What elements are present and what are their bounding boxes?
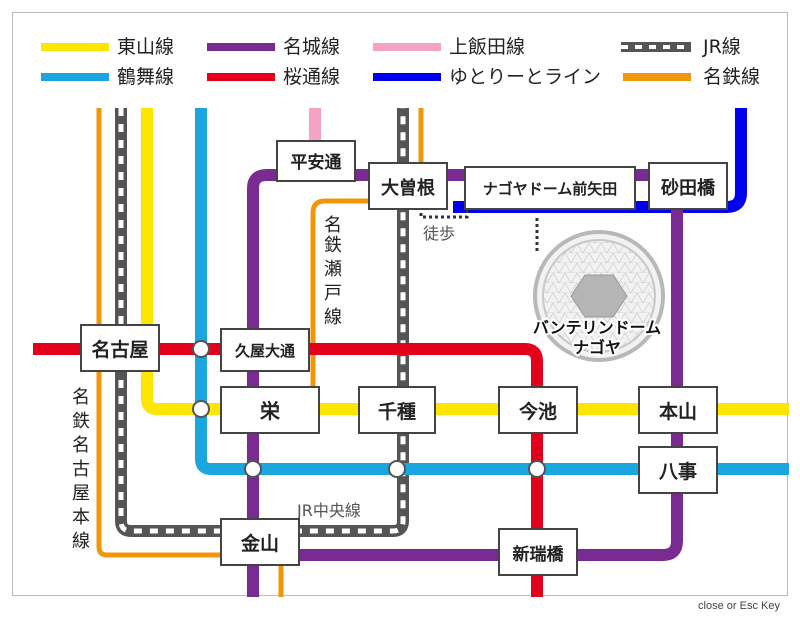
svg-text:本山: 本山 bbox=[659, 400, 697, 423]
seto-line-label-4: 戸 bbox=[324, 283, 342, 304]
seto-line-label-1: 名 bbox=[324, 215, 342, 236]
legend-swatch-yutorito bbox=[373, 73, 441, 81]
svg-text:千種: 千種 bbox=[378, 401, 416, 423]
transfer-markers bbox=[192, 340, 546, 478]
station-heian-dori[interactable]: 平安通 bbox=[276, 140, 356, 182]
station-sakae[interactable]: 栄 bbox=[220, 386, 320, 434]
line-tsurumai bbox=[195, 108, 789, 475]
meitetsu-main-label-5: 屋 bbox=[72, 483, 90, 504]
route-map: 東山線 名城線 上飯田線 JR線 鶴舞線 桜通線 ゆとりーとライン 名鉄線 bbox=[33, 36, 789, 597]
seto-line-label-2: 鉄 bbox=[324, 235, 342, 256]
meitetsu-main-label-4: 古 bbox=[72, 459, 90, 480]
svg-text:久屋大通: 久屋大通 bbox=[235, 342, 295, 360]
line-meitetsu-main bbox=[96, 108, 284, 597]
svg-text:八事: 八事 bbox=[659, 460, 697, 483]
meitetsu-main-label-1: 名 bbox=[72, 387, 90, 408]
svg-text:大曽根: 大曽根 bbox=[381, 177, 435, 199]
walk-path bbox=[419, 209, 469, 219]
dome-name-line2: ナゴヤ bbox=[573, 338, 621, 357]
station-imaike[interactable]: 今池 bbox=[498, 386, 578, 434]
legend-label-meijo: 名城線 bbox=[283, 36, 340, 58]
walk-label: 徒歩 bbox=[423, 224, 455, 243]
line-meitetsu-seto bbox=[310, 108, 424, 403]
seto-line-label-5: 線 bbox=[324, 307, 342, 328]
station-aratamabashi[interactable]: 新瑞橋 bbox=[498, 528, 578, 576]
line-sakuradori bbox=[33, 343, 543, 597]
legend-label-sakuradori: 桜通線 bbox=[283, 66, 340, 88]
station-ozone[interactable]: 大曽根 bbox=[368, 162, 448, 210]
seto-line-label-3: 瀬 bbox=[324, 259, 342, 280]
legend-swatch-jr bbox=[621, 42, 691, 52]
svg-text:今池: 今池 bbox=[518, 400, 557, 423]
legend-label-yutorito: ゆとりーとライン bbox=[449, 66, 601, 88]
station-chikusa[interactable]: 千種 bbox=[358, 386, 436, 434]
legend-label-meitetsu: 名鉄線 bbox=[703, 66, 760, 88]
meitetsu-main-label-3: 名 bbox=[72, 435, 90, 456]
station-hisaya-odori[interactable]: 久屋大通 bbox=[220, 328, 310, 372]
legend-label-kamiiida: 上飯田線 bbox=[449, 36, 525, 58]
legend-label-tsurumai: 鶴舞線 bbox=[117, 66, 174, 88]
dome-name-line1: バンテリンドーム bbox=[533, 318, 661, 337]
dome-icon bbox=[533, 230, 665, 362]
svg-text:名古屋: 名古屋 bbox=[91, 338, 148, 361]
close-hint[interactable]: close or Esc Key bbox=[698, 600, 780, 612]
map-frame: 東山線 名城線 上飯田線 JR線 鶴舞線 桜通線 ゆとりーとライン 名鉄線 bbox=[12, 12, 789, 597]
station-nagoya[interactable]: 名古屋 bbox=[80, 324, 160, 372]
jr-chuo-label: JR中央線 bbox=[296, 501, 361, 520]
legend-swatch-tsurumai bbox=[41, 73, 109, 81]
line-higashiyama bbox=[141, 108, 789, 415]
legend-swatch-meitetsu bbox=[623, 73, 691, 81]
legend: 東山線 名城線 上飯田線 JR線 鶴舞線 桜通線 ゆとりーとライン 名鉄線 bbox=[41, 36, 760, 88]
station-nagoya-dome-mae-yada[interactable]: ナゴヤドーム前矢田 bbox=[464, 166, 636, 210]
legend-swatch-higashiyama bbox=[41, 43, 109, 51]
station-motoyama[interactable]: 本山 bbox=[638, 386, 718, 434]
svg-text:砂田橋: 砂田橋 bbox=[661, 177, 716, 199]
svg-text:新瑞橋: 新瑞橋 bbox=[513, 544, 565, 565]
legend-swatch-kamiiida bbox=[373, 43, 441, 51]
legend-swatch-sakuradori bbox=[207, 73, 275, 81]
close-link[interactable]: close bbox=[698, 600, 724, 612]
legend-swatch-meijo bbox=[207, 43, 275, 51]
station-kanayama[interactable]: 金山 bbox=[220, 518, 300, 566]
svg-text:栄: 栄 bbox=[259, 399, 281, 423]
station-sunadabashi[interactable]: 砂田橋 bbox=[648, 162, 728, 210]
meitetsu-main-label-6: 本 bbox=[72, 507, 90, 528]
meitetsu-main-label-2: 鉄 bbox=[72, 411, 90, 432]
svg-text:平安通: 平安通 bbox=[291, 152, 342, 173]
esc-key-text: Esc Key bbox=[739, 600, 780, 612]
meitetsu-main-label-7: 線 bbox=[72, 531, 90, 552]
svg-text:ナゴヤドーム前矢田: ナゴヤドーム前矢田 bbox=[483, 180, 618, 198]
svg-text:金山: 金山 bbox=[240, 532, 279, 555]
station-yagoto[interactable]: 八事 bbox=[638, 446, 718, 494]
legend-label-higashiyama: 東山線 bbox=[117, 36, 174, 58]
close-or-text: or bbox=[723, 600, 740, 612]
legend-label-jr: JR線 bbox=[702, 36, 741, 58]
